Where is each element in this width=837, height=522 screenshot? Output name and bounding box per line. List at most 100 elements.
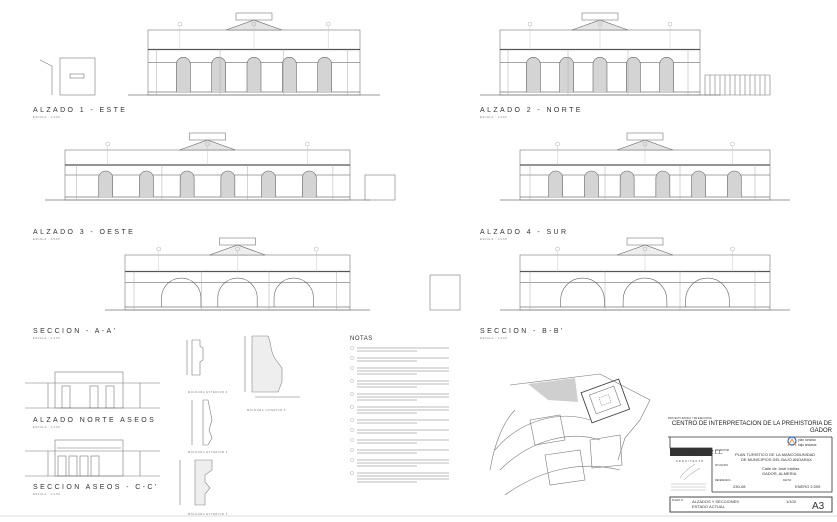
arch (560, 277, 605, 307)
situacion-line1: Calle de José Iriañas (762, 466, 799, 471)
arched-window (691, 170, 706, 197)
drawing-scale: ESCALA : 1/100 (33, 237, 60, 241)
arched-window (176, 57, 191, 92)
detail-title: MOLDURA EXTERIOR 3 (188, 390, 228, 394)
sponsor-logo-text: bajo andarax (798, 443, 817, 447)
sheet-number: A3 (812, 501, 825, 512)
referencia-label: REFERENCIA (715, 479, 731, 482)
drawing-title: ALZADO 4 - SUR (480, 229, 568, 236)
arch (273, 277, 314, 307)
roof-lantern (235, 12, 273, 21)
arched-window (655, 170, 671, 197)
arched-window (592, 57, 608, 92)
arch (622, 277, 668, 307)
roof-lantern (189, 132, 226, 141)
moulding-detail-ext-1: MOLDURA EXTERIOR 1 (179, 459, 228, 516)
architect-address (671, 483, 706, 491)
moulding-detail-ext-2: MOLDURA EXTERIOR 2 (188, 399, 228, 454)
arched-window (261, 170, 276, 197)
arch (161, 277, 202, 307)
drawing-scale: ESCALA : 1/100 (33, 336, 60, 340)
fecha-value: ENERO 2.009 (795, 484, 821, 489)
note-bullet (350, 392, 354, 396)
arched-window (548, 170, 564, 197)
project-name: CENTRO DE INTERPRETACION DE LA PREHISTOR… (671, 421, 832, 434)
site-plan (489, 373, 651, 496)
arched-window (301, 170, 317, 197)
arched-window (220, 170, 236, 197)
note-bullet (350, 458, 354, 462)
arched-window (726, 170, 742, 197)
arched-window (559, 57, 574, 92)
promotor-line1: PLAN TURISTICO DE LA MANCOMUNIDAD (735, 452, 815, 457)
drawing-title: ALZADO 2 - NORTE (480, 107, 583, 114)
note-bullet (350, 366, 354, 370)
note-bullet (350, 428, 354, 432)
note-bullet (350, 405, 354, 409)
promotor-line2: DE MUNICIPIOS DEL BAJO ANDARAX (741, 457, 812, 462)
drawing-title: ALZADO 1 - ESTE (33, 107, 127, 114)
drawing-title: SECCION - A-A' (33, 328, 117, 335)
arch (685, 277, 730, 307)
elevation-3-west (45, 132, 370, 201)
arched-window (179, 170, 195, 197)
note-bullet (350, 448, 354, 452)
title-block: PROYECTO BASICO Y DE EJECUCION JAVI RODR… (668, 417, 833, 513)
situacion-label: SITUACION (715, 464, 728, 467)
note-bullet (350, 356, 354, 360)
note-bullet (350, 471, 354, 475)
note-bullet (350, 346, 354, 350)
referencia-value: 230-08 (733, 484, 746, 489)
architect-logo: JAVI RODRIGUEZ L.L. (672, 450, 723, 456)
sponsor-logo-text: plan turístico (798, 438, 816, 442)
drawing-title: SECCION - B-B' (480, 328, 565, 335)
aseos-elevation (25, 371, 160, 409)
drawing-scale: ESCALA : 1/100 (33, 425, 60, 429)
detail-title: MOLDURA EXTERIOR 2 (188, 450, 228, 454)
arch (217, 277, 258, 307)
plano-line1: ALZADOS Y SECCIONES (692, 499, 739, 504)
roof-lantern (626, 237, 664, 246)
elevation-4-south (500, 132, 790, 201)
notes-title: NOTAS (350, 336, 373, 342)
note-bullet (350, 438, 354, 442)
arched-window (211, 57, 226, 92)
fecha-label: FECHA (783, 479, 792, 482)
note-bullet (350, 418, 354, 422)
drawing-title: SECCION ASEOS - C-C' (33, 484, 159, 491)
arched-window (282, 57, 297, 92)
architect-subtitle: ARQUITECTO (676, 460, 704, 463)
arched-window (526, 57, 541, 92)
note-bullet (350, 379, 354, 383)
detail-title: MOLDURA EXTERIOR 1 (188, 512, 228, 516)
arched-window (584, 170, 599, 197)
detail-title: MOLDURA INTERIOR 4 (247, 408, 286, 412)
annex-block (39, 57, 771, 311)
section-a-a (105, 237, 370, 311)
drawing-scale: ESCALA : 1/100 (480, 336, 507, 340)
roof-lantern (219, 237, 256, 246)
aseos-section (25, 439, 160, 477)
elevation-2-north (480, 12, 720, 96)
section-b-b (500, 237, 790, 311)
elevation-1-east (128, 12, 380, 96)
signature (679, 463, 701, 481)
plano-line2: ESTADO ACTUAL (692, 504, 726, 509)
drawing-title: ALZADO NORTE ASEOS (33, 417, 156, 424)
arched-window (246, 57, 262, 92)
drawing-scale: ESCALA : 1/100 (33, 492, 60, 496)
roof-lantern (626, 132, 664, 141)
sponsor-logo: plan turístico bajo andarax (787, 436, 817, 447)
drawing-scale: ESCALA : 1/100 (33, 115, 60, 119)
moulding-detail-ext-3: MOLDURA EXTERIOR 3 (186, 339, 228, 394)
notes-list (350, 346, 449, 483)
arched-window (619, 170, 635, 197)
drawing-scale: ESCALA : 1/100 (480, 115, 507, 119)
promotor-label: PROMOTOR (715, 449, 729, 452)
moulding-detail-int-4: MOLDURA INTERIOR 4 (244, 335, 300, 412)
arched-window (139, 170, 154, 197)
drawing-scale: ESCALA : 1/100 (480, 237, 507, 241)
roof-lantern (581, 12, 619, 21)
arched-window (659, 57, 674, 92)
